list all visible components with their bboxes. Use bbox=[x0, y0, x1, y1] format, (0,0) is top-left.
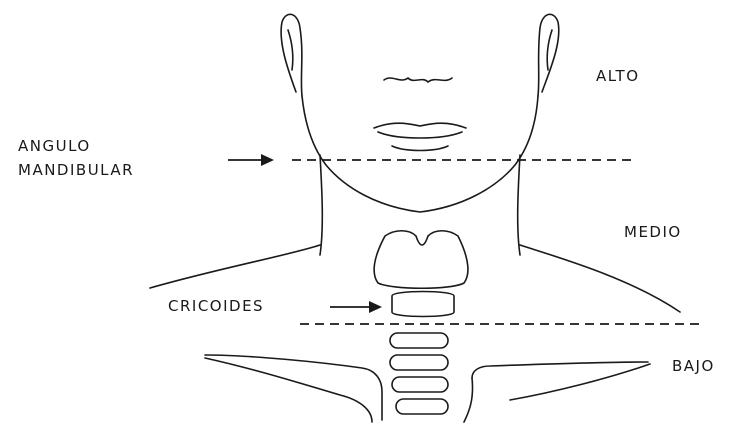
thyroid-cartilage bbox=[374, 231, 468, 289]
cricoides-label: CRICOIDES bbox=[168, 296, 264, 317]
cricoid-arrow bbox=[330, 301, 382, 313]
angulo-mandibular-label-line1: ANGULO bbox=[18, 136, 91, 157]
tracheal-ring bbox=[390, 333, 448, 348]
tracheal-rings bbox=[390, 333, 448, 414]
tracheal-ring bbox=[390, 355, 448, 370]
cricoid-cartilage bbox=[392, 292, 454, 317]
clavicles bbox=[205, 355, 650, 422]
head-outline bbox=[281, 14, 559, 212]
tracheal-ring bbox=[396, 399, 448, 414]
level-label-alto: ALTO bbox=[596, 66, 640, 87]
level-label-medio: MEDIO bbox=[624, 222, 682, 243]
mandibular-arrow bbox=[228, 154, 274, 166]
tracheal-ring bbox=[392, 377, 448, 392]
level-label-bajo: BAJO bbox=[672, 356, 715, 377]
angulo-mandibular-label-line2: MANDIBULAR bbox=[18, 160, 134, 181]
